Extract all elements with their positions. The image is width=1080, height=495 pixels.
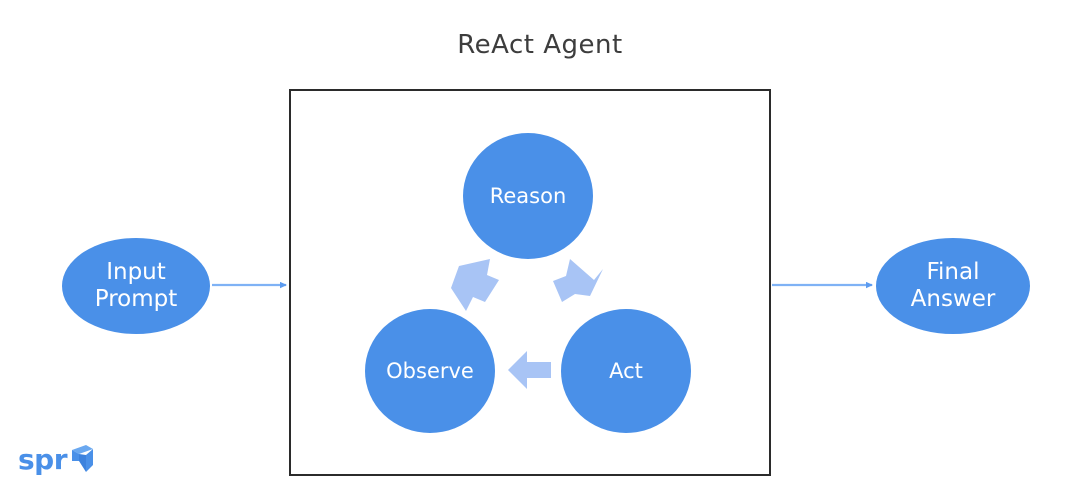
node-observe-label: Observe: [386, 359, 474, 383]
node-act[interactable]: Act: [561, 309, 691, 433]
node-input-prompt-line1: Input: [106, 258, 166, 285]
node-final-answer-line1: Final: [926, 258, 980, 285]
spr-logo-wordmark: spr: [18, 443, 68, 476]
node-input-prompt-line2: Prompt: [94, 286, 178, 312]
spr-logo: spr: [18, 443, 94, 476]
node-reason[interactable]: Reason: [463, 133, 593, 259]
page-title: ReAct Agent: [457, 30, 623, 60]
node-act-label: Act: [609, 359, 643, 383]
node-final-answer[interactable]: Final Answer: [876, 238, 1030, 334]
node-input-prompt[interactable]: Input Prompt: [62, 238, 210, 334]
spr-cube-icon: [72, 445, 94, 472]
node-reason-label: Reason: [489, 184, 567, 208]
node-observe[interactable]: Observe: [365, 309, 495, 433]
node-final-answer-line2: Answer: [910, 286, 996, 312]
